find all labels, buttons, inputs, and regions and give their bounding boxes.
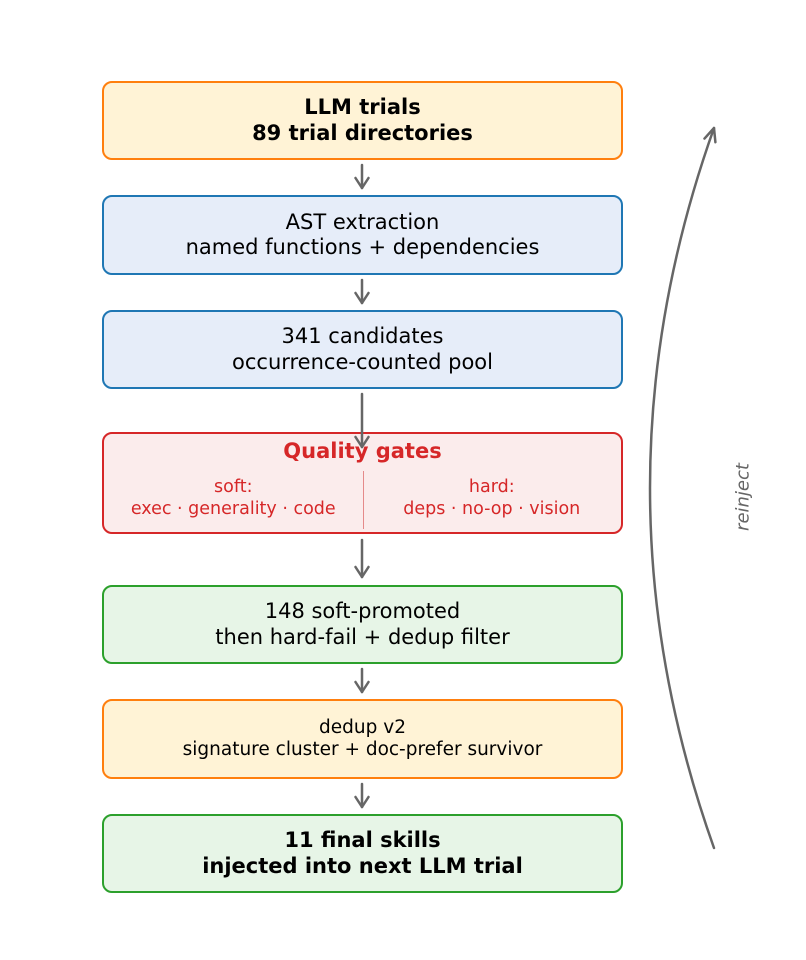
node-ast-extraction: AST extraction named functions + depende…	[102, 195, 623, 275]
node-dedup-v2-title: dedup v2	[319, 716, 406, 738]
hard-gates-label: hard:	[468, 477, 515, 498]
arrow-llm-to-ast	[354, 163, 370, 190]
gates-divider	[362, 471, 364, 530]
node-quality-gates: Quality gates soft: exec · generality · …	[102, 432, 623, 534]
node-final-skills: 11 final skills injected into next LLM t…	[102, 814, 623, 893]
node-soft-promoted: 148 soft-promoted then hard-fail + dedup…	[102, 585, 623, 664]
arrow-ast-to-candidates	[354, 278, 370, 305]
node-llm-trials-title: LLM trials	[304, 95, 421, 120]
node-llm-trials: LLM trials 89 trial directories	[102, 81, 623, 160]
soft-gates-label: soft:	[214, 477, 253, 498]
soft-gates: soft: exec · generality · code	[104, 471, 363, 532]
node-candidates-title: 341 candidates	[281, 324, 444, 349]
node-ast-extraction-title: AST extraction	[285, 209, 440, 234]
arrow-dedup-to-final	[354, 782, 370, 809]
node-ast-extraction-subtitle: named functions + dependencies	[185, 235, 540, 259]
reinject-arrow	[648, 126, 717, 850]
reinject-label: reinject	[732, 463, 754, 531]
node-final-skills-title: 11 final skills	[284, 828, 441, 853]
hard-gates-items: deps · no-op · vision	[403, 498, 581, 519]
arrow-promoted-to-dedup	[354, 667, 370, 694]
node-dedup-v2-subtitle: signature cluster + doc-prefer survivor	[182, 739, 543, 760]
hard-gates: hard: deps · no-op · vision	[363, 471, 622, 532]
quality-gates-title: Quality gates	[283, 439, 442, 463]
node-candidates-subtitle: occurrence-counted pool	[232, 349, 493, 374]
node-llm-trials-subtitle: 89 trial directories	[252, 120, 473, 145]
arrow-gates-to-promoted	[354, 538, 370, 579]
arrow-candidates-to-gates	[354, 392, 370, 449]
node-soft-promoted-subtitle: then hard-fail + dedup filter	[215, 624, 510, 649]
soft-gates-items: exec · generality · code	[130, 498, 336, 519]
node-candidates: 341 candidates occurrence-counted pool	[102, 310, 623, 389]
node-final-skills-subtitle: injected into next LLM trial	[202, 853, 523, 878]
node-soft-promoted-title: 148 soft-promoted	[264, 599, 461, 624]
node-dedup-v2: dedup v2 signature cluster + doc-prefer …	[102, 699, 623, 779]
quality-gates-columns: soft: exec · generality · code hard: dep…	[104, 471, 621, 532]
